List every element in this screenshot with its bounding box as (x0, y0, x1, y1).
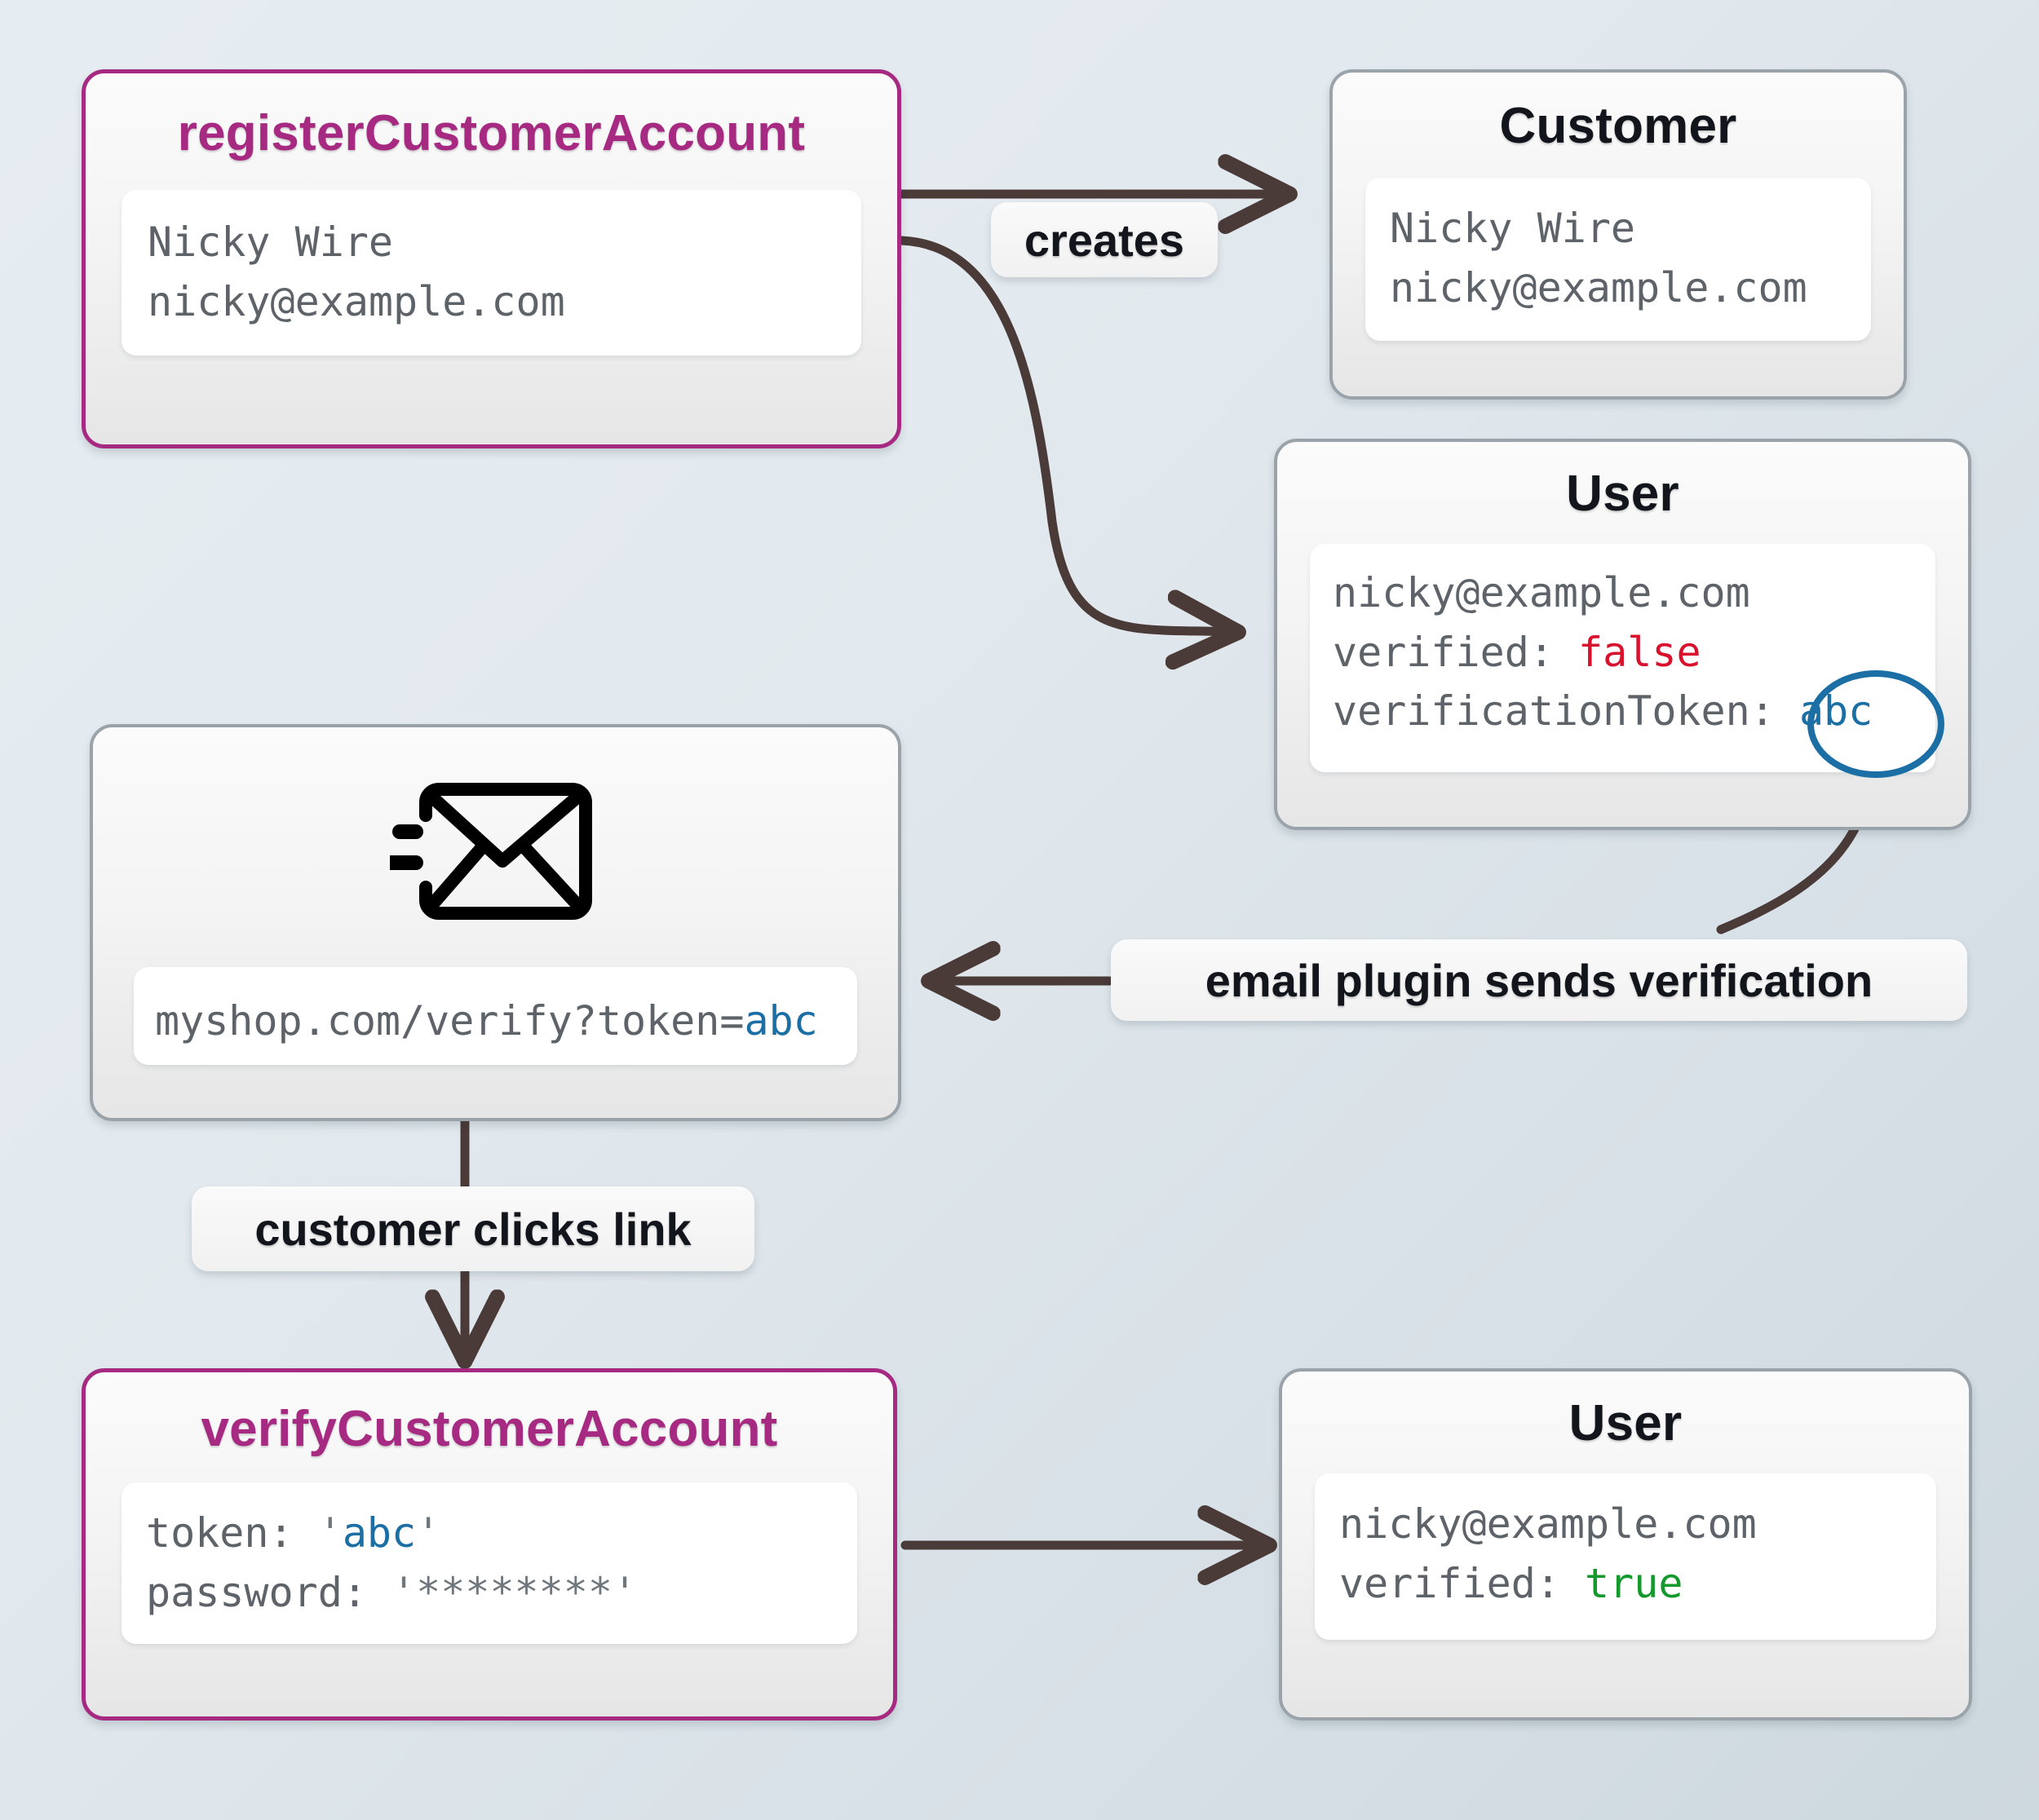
node-title-user-unverified: User (1566, 466, 1679, 522)
register-payload-line-email: nicky@example.com (148, 277, 565, 325)
user-unverified-token-key: verificationToken: (1333, 687, 1799, 735)
user-unverified-token-value: abc (1798, 687, 1873, 735)
node-user-unverified[interactable]: User nicky@example.com verified: false v… (1274, 439, 1971, 830)
customer-field-name: Nicky Wire (1390, 205, 1636, 252)
user-verified-fields-panel: nicky@example.com verified: true (1315, 1473, 1936, 1640)
verify-token-key: token: (146, 1509, 318, 1557)
verify-password-value: '********' (391, 1568, 638, 1616)
verify-token-row: token: 'abc' (146, 1504, 833, 1563)
verify-token-value: abc (342, 1509, 417, 1557)
node-title-verify: verifyCustomerAccount (201, 1401, 778, 1457)
verify-password-key: password: (146, 1568, 392, 1616)
customer-field-email: nicky@example.com (1390, 263, 1807, 311)
edge-creates-to-user (896, 236, 1233, 632)
user-unverified-verified-value: false (1578, 628, 1701, 676)
node-email-message[interactable]: myshop.com/verify?token=abc (90, 724, 901, 1121)
user-unverified-token-row: verificationToken: abc (1333, 682, 1913, 741)
node-customer-entity[interactable]: Customer Nicky Wire nicky@example.com (1329, 69, 1907, 400)
user-verified-verified-row: verified: true (1339, 1554, 1912, 1614)
node-title-customer: Customer (1499, 98, 1737, 154)
user-unverified-fields-panel: nicky@example.com verified: false verifi… (1310, 544, 1935, 772)
user-unverified-email: nicky@example.com (1333, 569, 1750, 616)
email-verify-link-base: myshop.com/verify?token= (155, 997, 745, 1045)
node-user-verified[interactable]: User nicky@example.com verified: true (1279, 1368, 1972, 1721)
user-unverified-verified-row: verified: false (1333, 623, 1913, 682)
verify-token-quote-close: ' (416, 1509, 441, 1557)
node-title-user-verified: User (1568, 1395, 1683, 1451)
edge-label-creates: creates (991, 202, 1218, 277)
edge-label-customer-clicks-link: customer clicks link (192, 1186, 754, 1271)
verify-token-quote-open: ' (317, 1509, 343, 1557)
node-title-register: registerCustomerAccount (177, 105, 806, 161)
user-verified-verified-value: true (1585, 1559, 1683, 1607)
register-payload-line-name: Nicky Wire (148, 219, 394, 266)
verify-payload-panel: token: 'abc' password: '********' (122, 1482, 857, 1644)
edge-label-email-plugin: email plugin sends verification (1111, 939, 1967, 1021)
customer-fields-panel: Nicky Wire nicky@example.com (1365, 178, 1871, 341)
email-verify-link-token: abc (744, 997, 818, 1045)
email-verify-link[interactable]: myshop.com/verify?token=abc (155, 992, 836, 1051)
send-email-icon (134, 770, 857, 933)
node-register-customer-account[interactable]: registerCustomerAccount Nicky Wire nicky… (82, 69, 901, 448)
email-link-panel[interactable]: myshop.com/verify?token=abc (134, 967, 857, 1065)
user-unverified-verified-key: verified: (1333, 628, 1579, 676)
register-payload-panel: Nicky Wire nicky@example.com (122, 190, 861, 356)
verify-password-row: password: '********' (146, 1563, 833, 1623)
node-verify-customer-account[interactable]: verifyCustomerAccount token: 'abc' passw… (82, 1368, 897, 1721)
user-verified-verified-key: verified: (1339, 1559, 1586, 1607)
envelope-glyph (389, 783, 592, 920)
user-verified-email: nicky@example.com (1339, 1500, 1757, 1548)
